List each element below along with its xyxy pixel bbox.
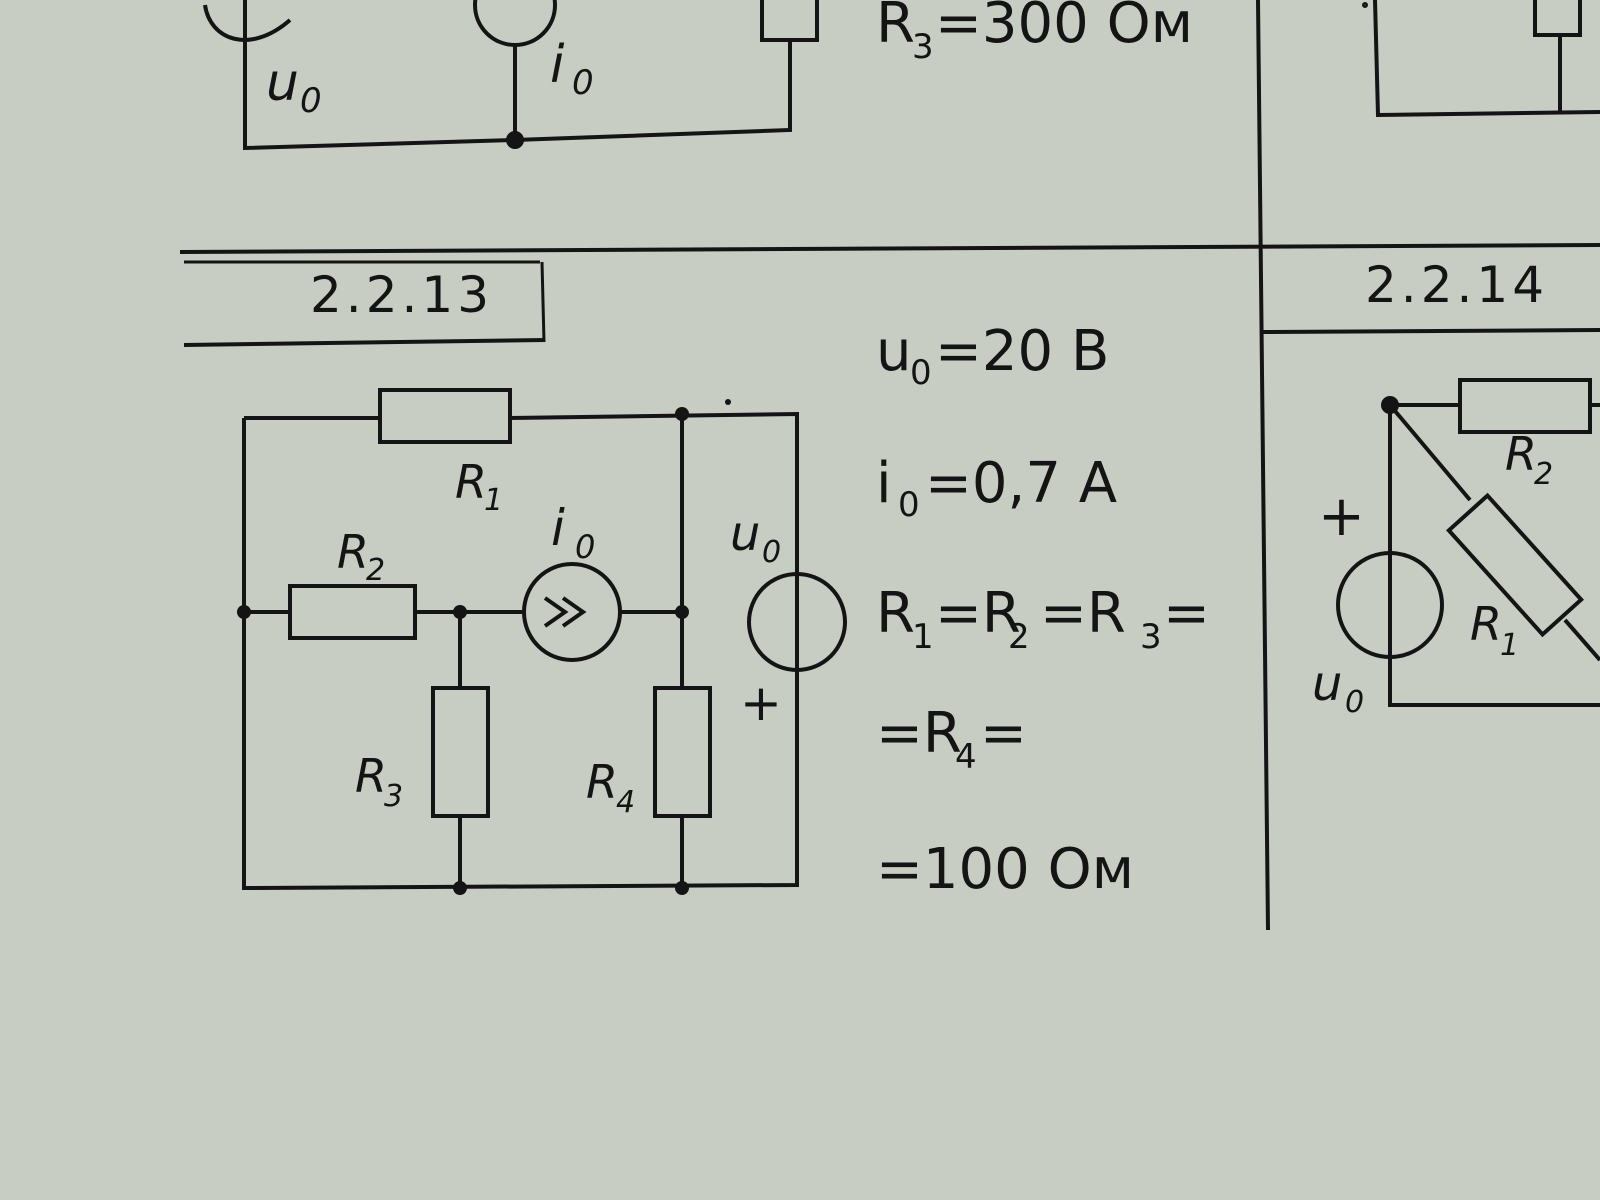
label-i0-sub: 0: [575, 528, 595, 566]
label-r2-sub: 2: [366, 553, 385, 588]
junction-dot: [675, 881, 689, 895]
diagonal-wire-top: [1388, 403, 1472, 502]
given-u0-value: =20 В: [935, 319, 1109, 384]
label-u0-sub: 0: [762, 535, 781, 570]
current-source-i0: [522, 562, 622, 662]
top-resistor: [760, 0, 819, 42]
res-line2-r4: =R: [876, 701, 962, 766]
resistor-r1-2-2-14: [1446, 492, 1584, 638]
diagonal-wire-bottom: [1563, 618, 1600, 662]
label-r1-2-2-14-sub: 1: [1500, 628, 1519, 663]
junction-dot: [675, 407, 689, 421]
top-current-label: i: [550, 35, 565, 95]
res-line1-r1: R: [876, 581, 915, 646]
page-rules: [179, 0, 1600, 931]
top-source-sub: 0: [300, 81, 322, 121]
voltage-source-u0-2-2-14: [1336, 551, 1444, 659]
res-line2-r4-sub: 4: [955, 737, 977, 777]
problem-number-2-2-13: 2.2.13: [310, 266, 493, 324]
circuit-labels-2-2-13: R 1 R 2 R 3 R 4 i 0 u 0 +: [337, 455, 782, 820]
junction-dots-2-2-13: [237, 399, 731, 895]
res-line3-value: =100 Ом: [876, 837, 1134, 902]
label-r2: R: [337, 525, 369, 579]
resistor-r1: [378, 388, 512, 444]
voltage-source-u0: [747, 572, 847, 672]
res-line1-r2-sub: 2: [1008, 617, 1030, 657]
res-line2-end: =: [980, 701, 1027, 766]
label-u0-2-2-14: u: [1312, 656, 1342, 712]
label-r1-2-2-14: R: [1470, 597, 1502, 651]
top-right-resistor: [1533, 0, 1582, 37]
header-box-right: [540, 261, 546, 343]
top-r3-symbol: R: [876, 0, 915, 56]
circuit-labels-2-2-14: R 2 R 1 + u 0: [1312, 427, 1553, 720]
top-right-dot: [1362, 2, 1368, 8]
top-fragment-labels: u 0 i 0 R 3 =300 Ом: [266, 0, 1193, 121]
stray-dot: [725, 399, 731, 405]
label-r1: R: [455, 455, 487, 509]
given-i0-value: =0,7 А: [925, 451, 1117, 516]
resistor-r2: [288, 584, 417, 640]
label-r2-2-2-14: R: [1505, 427, 1537, 481]
resistor-r1-2-2-14-body: [1446, 492, 1584, 638]
column-divider-line: [1256, 0, 1270, 931]
junction-dot: [453, 881, 467, 895]
resistor-r3: [431, 686, 490, 818]
top-r3-value: =300 Ом: [935, 0, 1193, 56]
top-source-label: u: [266, 53, 299, 113]
res-line1-end: =: [1163, 581, 1210, 646]
circuit-2-2-13: [242, 388, 847, 891]
left-loop-wire-2-2-14: [1388, 405, 1600, 707]
res-line1-r3-sub: 3: [1140, 617, 1162, 657]
current-source-arrows: [543, 596, 587, 628]
resistor-r4: [653, 686, 712, 818]
top-voltage-source-arc: [203, 4, 292, 42]
res-line1-r3: =R: [1040, 581, 1126, 646]
problem-number-2-2-14: 2.2.14: [1365, 256, 1548, 314]
top-wire: [243, 0, 792, 151]
given-u0-sub: 0: [910, 353, 932, 393]
junction-dot: [237, 605, 251, 619]
junction-dot-2-2-14: [1381, 396, 1399, 414]
header-box-right-column: [1261, 328, 1600, 334]
given-i0-symbol: i: [876, 451, 892, 516]
section-divider-line: [179, 243, 1600, 254]
top-circuit-fragment: [203, 0, 1600, 151]
label-r4: R: [586, 755, 618, 809]
res-line1-r2: =R: [935, 581, 1021, 646]
given-i0-sub: 0: [898, 485, 920, 525]
label-u0-2-2-14-sub: 0: [1345, 685, 1364, 720]
given-u0-symbol: u: [876, 319, 912, 384]
label-r4-sub: 4: [616, 785, 635, 820]
label-u0: u: [730, 506, 760, 562]
label-r3: R: [355, 749, 387, 803]
circuit-2-2-14: [1336, 378, 1600, 707]
top-right-wire: [1373, 0, 1600, 118]
res-line1-r1-sub: 1: [912, 617, 934, 657]
top-current-sub: 0: [572, 63, 594, 103]
label-i0: i: [551, 499, 565, 557]
givens-2-2-13: u 0 =20 В i 0 =0,7 А R 1 =R 2 =R 3 = =R …: [876, 319, 1210, 902]
resistor-r2-2-2-14: [1458, 378, 1592, 434]
label-r1-sub: 1: [484, 483, 503, 518]
label-r3-sub: 3: [384, 779, 403, 814]
label-plus: +: [740, 674, 782, 732]
outer-loop-wire: [242, 411, 799, 891]
label-plus-2-2-14: +: [1318, 484, 1365, 549]
top-current-source: [473, 0, 557, 47]
junction-dot: [675, 605, 689, 619]
top-junction: [506, 131, 524, 149]
top-r3-sub: 3: [912, 27, 934, 67]
junction-dot: [453, 605, 467, 619]
header-box-bottom: [183, 338, 546, 347]
label-r2-2-2-14-sub: 2: [1534, 457, 1553, 492]
